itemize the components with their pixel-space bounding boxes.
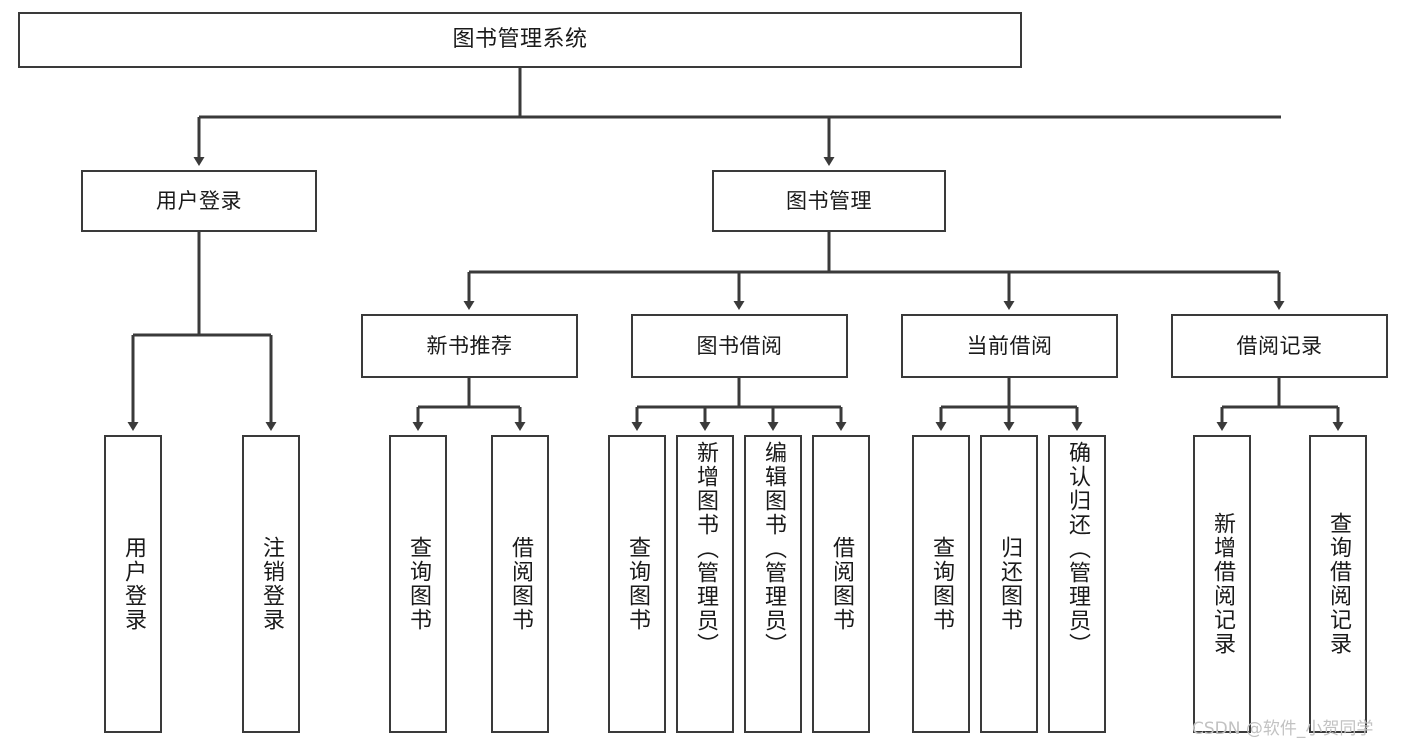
node-borrow-record[interactable]: 借阅记录 <box>1171 314 1388 378</box>
node-label: 图书借阅 <box>696 333 783 358</box>
node-leaf-add-book-admin[interactable]: 新增图书（管理员） <box>676 435 734 733</box>
node-label: 新书推荐 <box>426 333 513 358</box>
node-label: 用户登录 <box>121 536 146 632</box>
node-leaf-query-book-borrow[interactable]: 查询图书 <box>608 435 666 733</box>
node-book-management[interactable]: 图书管理 <box>712 170 946 232</box>
node-label: 新增借阅记录 <box>1210 512 1235 656</box>
node-leaf-user-login[interactable]: 用户登录 <box>104 435 162 733</box>
node-label: 借阅图书 <box>508 536 533 632</box>
node-book-borrow[interactable]: 图书借阅 <box>631 314 848 378</box>
node-label: 借阅图书 <box>829 536 854 632</box>
node-label: 确认归还（管理员） <box>1065 441 1090 657</box>
node-label: 图书管理 <box>786 188 872 213</box>
csdn-watermark: CSDN @软件_小贺同学 <box>1192 719 1374 739</box>
node-label: 图书管理系统 <box>452 27 588 53</box>
node-leaf-confirm-return-admin[interactable]: 确认归还（管理员） <box>1048 435 1106 733</box>
node-leaf-query-book-recommend[interactable]: 查询图书 <box>389 435 447 733</box>
node-user-login[interactable]: 用户登录 <box>81 170 317 232</box>
node-label: 查询图书 <box>406 536 431 632</box>
node-label: 借阅记录 <box>1236 333 1323 358</box>
node-leaf-logout[interactable]: 注销登录 <box>242 435 300 733</box>
node-current-borrow[interactable]: 当前借阅 <box>901 314 1118 378</box>
node-label: 新增图书（管理员） <box>693 441 718 657</box>
node-label: 注销登录 <box>259 536 284 632</box>
node-new-book-recommend[interactable]: 新书推荐 <box>361 314 578 378</box>
node-leaf-query-book-current[interactable]: 查询图书 <box>912 435 970 733</box>
node-root-book-management-system[interactable]: 图书管理系统 <box>18 12 1022 68</box>
node-label: 用户登录 <box>156 188 242 213</box>
node-leaf-add-borrow-record[interactable]: 新增借阅记录 <box>1193 435 1251 733</box>
node-label: 当前借阅 <box>966 333 1053 358</box>
node-leaf-query-borrow-record[interactable]: 查询借阅记录 <box>1309 435 1367 733</box>
node-label: 编辑图书（管理员） <box>761 441 786 657</box>
node-label: 查询借阅记录 <box>1326 512 1351 656</box>
node-label: 查询图书 <box>929 536 954 632</box>
node-label: 查询图书 <box>625 536 650 632</box>
node-leaf-borrow-book[interactable]: 借阅图书 <box>812 435 870 733</box>
node-label: 归还图书 <box>997 536 1022 632</box>
node-leaf-borrow-book-recommend[interactable]: 借阅图书 <box>491 435 549 733</box>
node-leaf-return-book[interactable]: 归还图书 <box>980 435 1038 733</box>
node-leaf-edit-book-admin[interactable]: 编辑图书（管理员） <box>744 435 802 733</box>
